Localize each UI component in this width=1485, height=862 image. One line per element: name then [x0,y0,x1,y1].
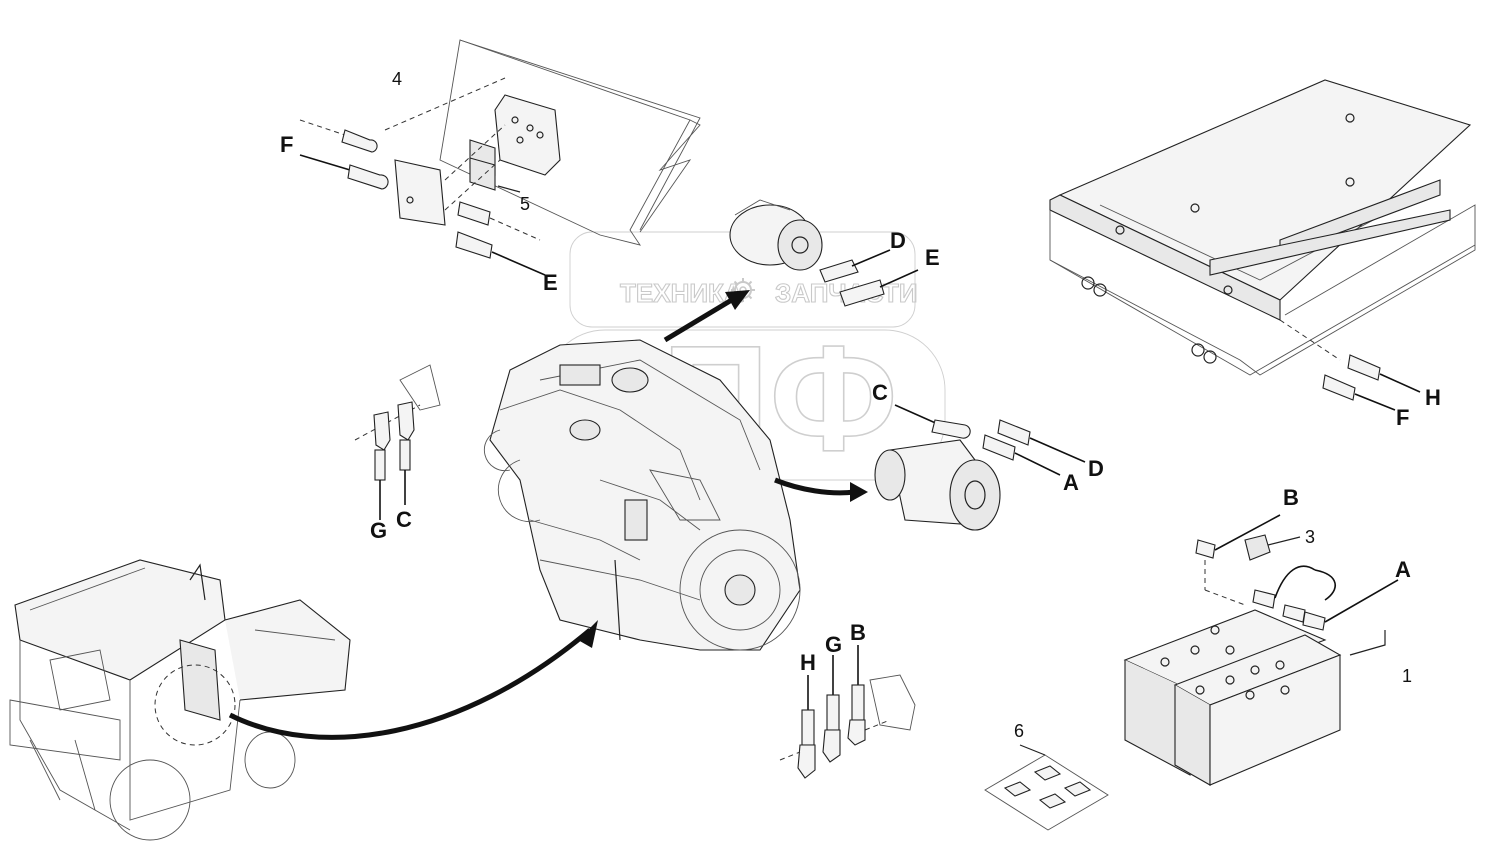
ground-wires-hgb [779,645,916,779]
callout-6: 6 [1014,721,1024,741]
label-G-bottom: G [825,632,842,657]
arrow-to-starter [774,477,856,496]
label-A-battery: A [1395,557,1411,582]
rubber-pads-6 [984,744,1109,831]
label-F-control: F [1396,405,1409,430]
label-B-battery: B [1283,485,1299,510]
callout-5: 5 [520,194,530,214]
relay-cover [394,159,446,226]
battery-cover-3 [1244,534,1271,561]
machine-vehicle [9,559,351,841]
label-H-bottom: H [800,650,816,675]
label-F-relay: F [280,132,293,157]
callout-4: 4 [392,69,402,89]
label-B-bottom: B [850,620,866,645]
flow-arrows [228,290,868,740]
engine-block [483,339,801,651]
label-D-starter: D [1088,456,1104,481]
ground-wires-gc [354,364,441,520]
battery-assembly [1123,514,1399,786]
relay-5b [469,157,496,191]
label-E-alternator: E [925,245,940,270]
label-G-left: G [370,518,387,543]
label-H-control: H [1425,385,1441,410]
relay-base-plate [494,94,561,176]
label-C-starter: C [872,380,888,405]
starter-motor [874,404,1086,531]
arrow-to-alternator [663,295,737,343]
alternator-assembly [729,199,919,307]
arrow-machine-to-engine [228,628,592,740]
label-E-relay: E [543,270,558,295]
label-A-starter: A [1063,470,1079,495]
callout-3: 3 [1305,527,1315,547]
control-unit-box [1049,79,1476,411]
callout-1: 1 [1402,666,1412,686]
relay-module-assembly [299,39,701,276]
label-D-alternator: D [890,228,906,253]
label-C-left: C [396,507,412,532]
